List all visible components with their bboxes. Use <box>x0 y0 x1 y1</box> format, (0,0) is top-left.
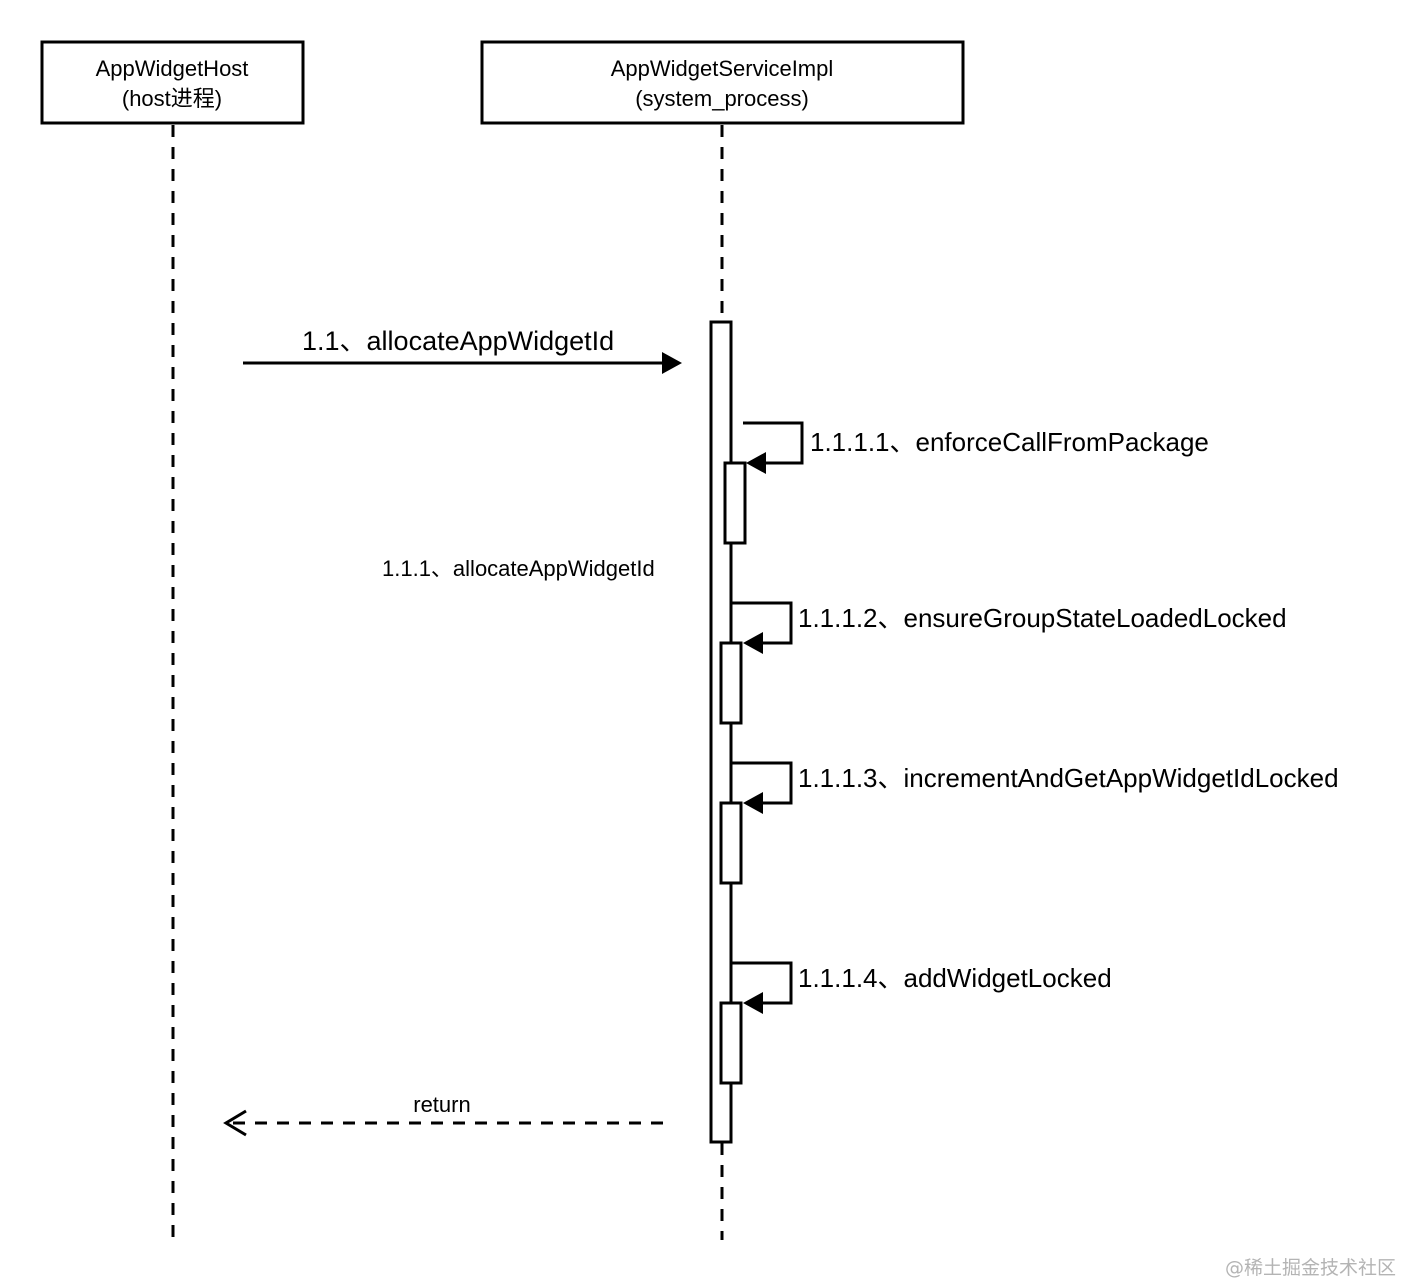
activation-1-1-1-4 <box>719 1001 743 1085</box>
message-label-1-1-1-2: 1.1.1.2、ensureGroupStateLoadedLocked <box>798 603 1287 633</box>
message-label-1-1-1-1: 1.1.1.1、enforceCallFromPackage <box>810 427 1209 457</box>
arrowhead-1-1-1-4 <box>743 992 763 1014</box>
activation-1-1-1-1 <box>723 461 747 545</box>
self-call-1-1-1-1 <box>743 421 804 465</box>
return-arrowhead <box>223 1109 247 1137</box>
participant-service: AppWidgetServiceImpl (system_process) <box>480 40 965 125</box>
message-label-1-1: 1.1、allocateAppWidgetId <box>302 326 614 356</box>
message-label-1-1-1-4: 1.1.1.4、addWidgetLocked <box>798 963 1112 993</box>
participant-service-name: AppWidgetServiceImpl <box>611 56 834 81</box>
message-label-1-1-1-3: 1.1.1.3、incrementAndGetAppWidgetIdLocked <box>798 763 1339 793</box>
watermark: @稀土掘金技术社区 <box>1225 1257 1396 1279</box>
participant-host-process: (host进程) <box>122 86 222 111</box>
arrowhead-1-1-1-2 <box>743 632 763 654</box>
participant-service-process: (system_process) <box>635 86 809 111</box>
arrowhead-1-1-1-3 <box>743 792 763 814</box>
activation-1-1-1-3 <box>719 801 743 885</box>
self-call-1-1-1-4 <box>731 961 793 1005</box>
message-label-1-1-1: 1.1.1、allocateAppWidgetId <box>382 556 655 581</box>
arrowhead-1-1 <box>662 352 682 374</box>
self-call-1-1-1-2 <box>731 601 793 645</box>
return-label: return <box>413 1092 470 1117</box>
activation-1-1-1-2 <box>719 641 743 725</box>
participant-host-name: AppWidgetHost <box>96 56 249 81</box>
self-call-1-1-1-3 <box>731 761 793 805</box>
arrowhead-1-1-1-1 <box>746 452 766 474</box>
participant-host: AppWidgetHost (host进程) <box>40 40 305 125</box>
